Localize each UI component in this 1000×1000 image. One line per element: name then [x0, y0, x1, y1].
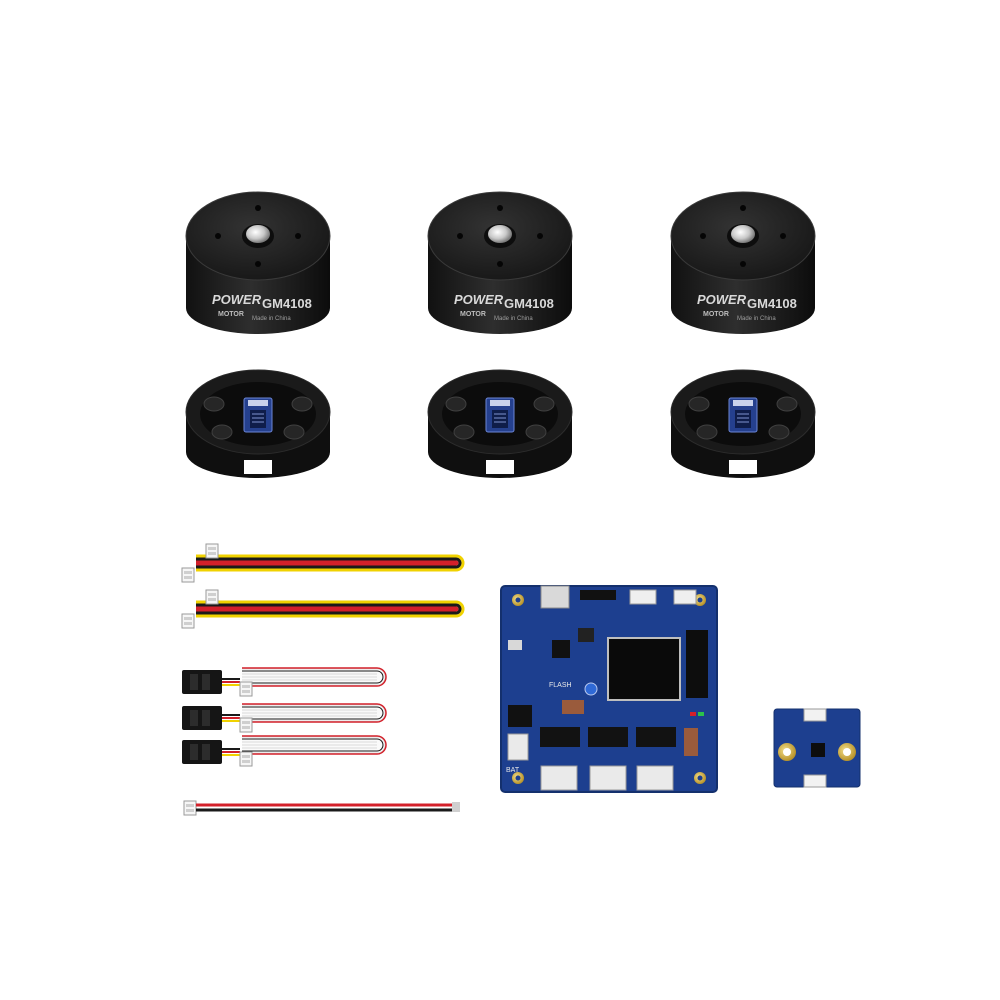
mcu-chip: [607, 637, 681, 701]
controller-board: FLASH BAT: [500, 585, 718, 793]
motor-origin-1: Made in China: [252, 316, 291, 322]
motor-base-1: [185, 369, 331, 479]
motor-origin-2: Made in China: [494, 316, 533, 322]
motor-brand-3: POWER: [697, 292, 747, 307]
motor-origin-3: Made in China: [737, 316, 776, 322]
motor-base-2: [427, 369, 573, 479]
motor-model-1: GM4108: [262, 296, 312, 311]
motor-brand-sub-1: MOTOR: [218, 311, 244, 318]
imu-chip: [811, 743, 825, 757]
motor-brand-sub-3: MOTOR: [703, 311, 729, 318]
motor-brand-1: POWER: [212, 292, 262, 307]
long-cable-2: [181, 589, 465, 629]
bat-label: BAT: [506, 767, 520, 774]
motor-2: POWER MOTOR GM4108 Made in China: [427, 191, 573, 335]
motor-base-3: [670, 369, 816, 479]
motor-3: POWER MOTOR GM4108 Made in China: [670, 191, 816, 335]
motor-model-2: GM4108: [504, 296, 554, 311]
power-cable: [183, 800, 460, 816]
motor-brand-2: POWER: [454, 292, 504, 307]
motor-model-3: GM4108: [747, 296, 797, 311]
imu-sensor-board: [773, 708, 861, 788]
motor-1: POWER MOTOR GM4108 Made in China: [185, 191, 331, 335]
usb-connector: [540, 585, 570, 609]
servo-cable-1: [181, 667, 387, 697]
servo-cable-3: [181, 735, 387, 767]
flash-label: FLASH: [549, 682, 572, 689]
servo-cable-2: [181, 703, 387, 733]
motor-brand-sub-2: MOTOR: [460, 311, 486, 318]
long-cable-1: [181, 543, 465, 583]
